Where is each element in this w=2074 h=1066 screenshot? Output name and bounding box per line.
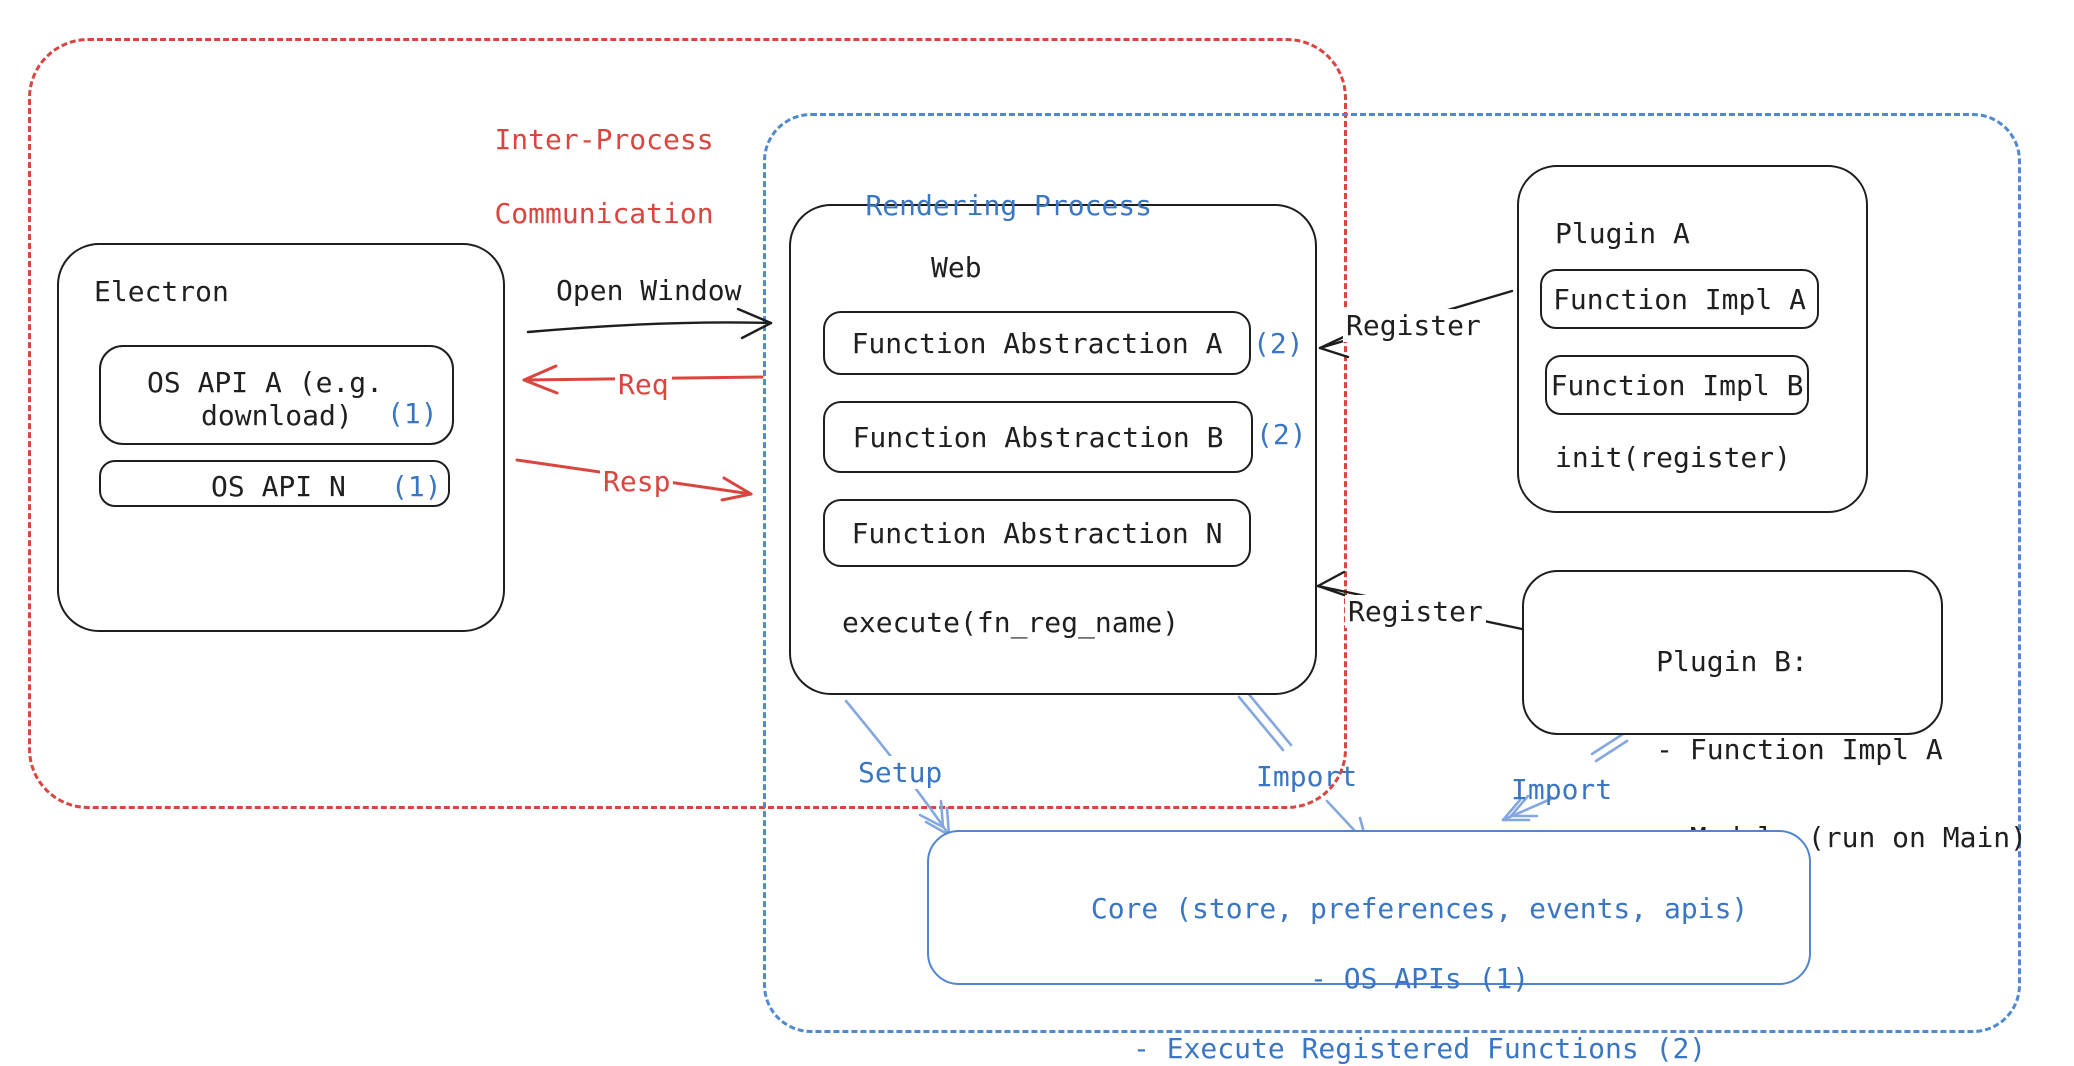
- function-abstraction-a-label: Function Abstraction A: [851, 326, 1223, 360]
- req-label: Req: [615, 368, 672, 401]
- setup-label: Setup: [855, 756, 946, 789]
- function-impl-a-label: Function Impl A: [1553, 282, 1806, 316]
- os-api-n-badge: (1): [391, 470, 442, 503]
- os-api-a-badge: (1): [387, 397, 438, 430]
- open-window-label: Open Window: [556, 274, 742, 307]
- fa-b-badge: (2): [1256, 418, 1307, 451]
- os-api-a-box: OS API A (e.g. download) (1): [99, 345, 454, 445]
- open-window-arrow: [526, 307, 773, 340]
- ipc-label-line1: Inter-Process: [494, 123, 714, 156]
- function-abstraction-n-box: Function Abstraction N: [823, 499, 1251, 567]
- core-text: Core (store, preferences, events, apis) …: [929, 856, 1809, 1066]
- core-line3: - Execute Registered Functions (2): [1133, 1032, 1707, 1065]
- rendering-region-label: Rendering Process: [865, 189, 1153, 222]
- core-line1: Core (store, preferences, events, apis): [1090, 892, 1749, 925]
- import-web-label: Import: [1256, 760, 1358, 793]
- function-impl-b-box: Function Impl B: [1545, 355, 1809, 415]
- plugin-b-line1: Plugin B:: [1656, 645, 1808, 678]
- ipc-region-border: [28, 38, 1347, 809]
- electron-title: Electron: [94, 275, 229, 308]
- electron-box: Electron OS API A (e.g. download) (1) OS…: [57, 243, 505, 632]
- import-plugin-arrow: [1501, 732, 1629, 822]
- function-abstraction-b-box: Function Abstraction B: [823, 401, 1253, 473]
- os-api-a-line1: OS API A (e.g.: [147, 366, 384, 399]
- os-api-n-box: OS API N (1): [99, 460, 450, 507]
- function-abstraction-n-label: Function Abstraction N: [851, 516, 1223, 550]
- rendering-region-border: [763, 113, 2021, 1033]
- plugin-a-box: Plugin A Function Impl A Function Impl B…: [1517, 165, 1868, 513]
- os-api-a-line2: download): [201, 399, 353, 432]
- function-abstraction-a-box: Function Abstraction A: [823, 311, 1251, 375]
- ipc-region-label: Inter-Process Communication: [427, 84, 714, 269]
- core-line2: - OS APIs (1): [1310, 962, 1530, 995]
- core-box: Core (store, preferences, events, apis) …: [927, 830, 1811, 1065]
- resp-label: Resp: [600, 465, 674, 498]
- register-bottom-label: Register: [1345, 595, 1486, 628]
- fa-a-badge: (2): [1253, 327, 1304, 360]
- plugin-b-box: Plugin B: - Function Impl A - Module (ru…: [1522, 570, 2027, 854]
- import-plugin-label: Import: [1511, 773, 1613, 806]
- plugin-a-title: Plugin A: [1555, 217, 1690, 250]
- os-api-n-label: OS API N: [211, 470, 346, 503]
- plugin-b-line2: - Function Impl A: [1656, 733, 1943, 766]
- execute-label: execute(fn_reg_name): [842, 606, 1180, 639]
- function-abstraction-b-label: Function Abstraction B: [852, 420, 1224, 454]
- ipc-label-line2: Communication: [494, 197, 714, 230]
- register-top-label: Register: [1343, 309, 1484, 342]
- function-impl-a-box: Function Impl A: [1540, 269, 1819, 329]
- web-box: Web Function Abstraction A Function Abst…: [789, 204, 1317, 695]
- web-title: Web: [931, 251, 982, 284]
- function-impl-b-label: Function Impl B: [1550, 368, 1804, 402]
- init-register-label: init(register): [1555, 441, 1792, 474]
